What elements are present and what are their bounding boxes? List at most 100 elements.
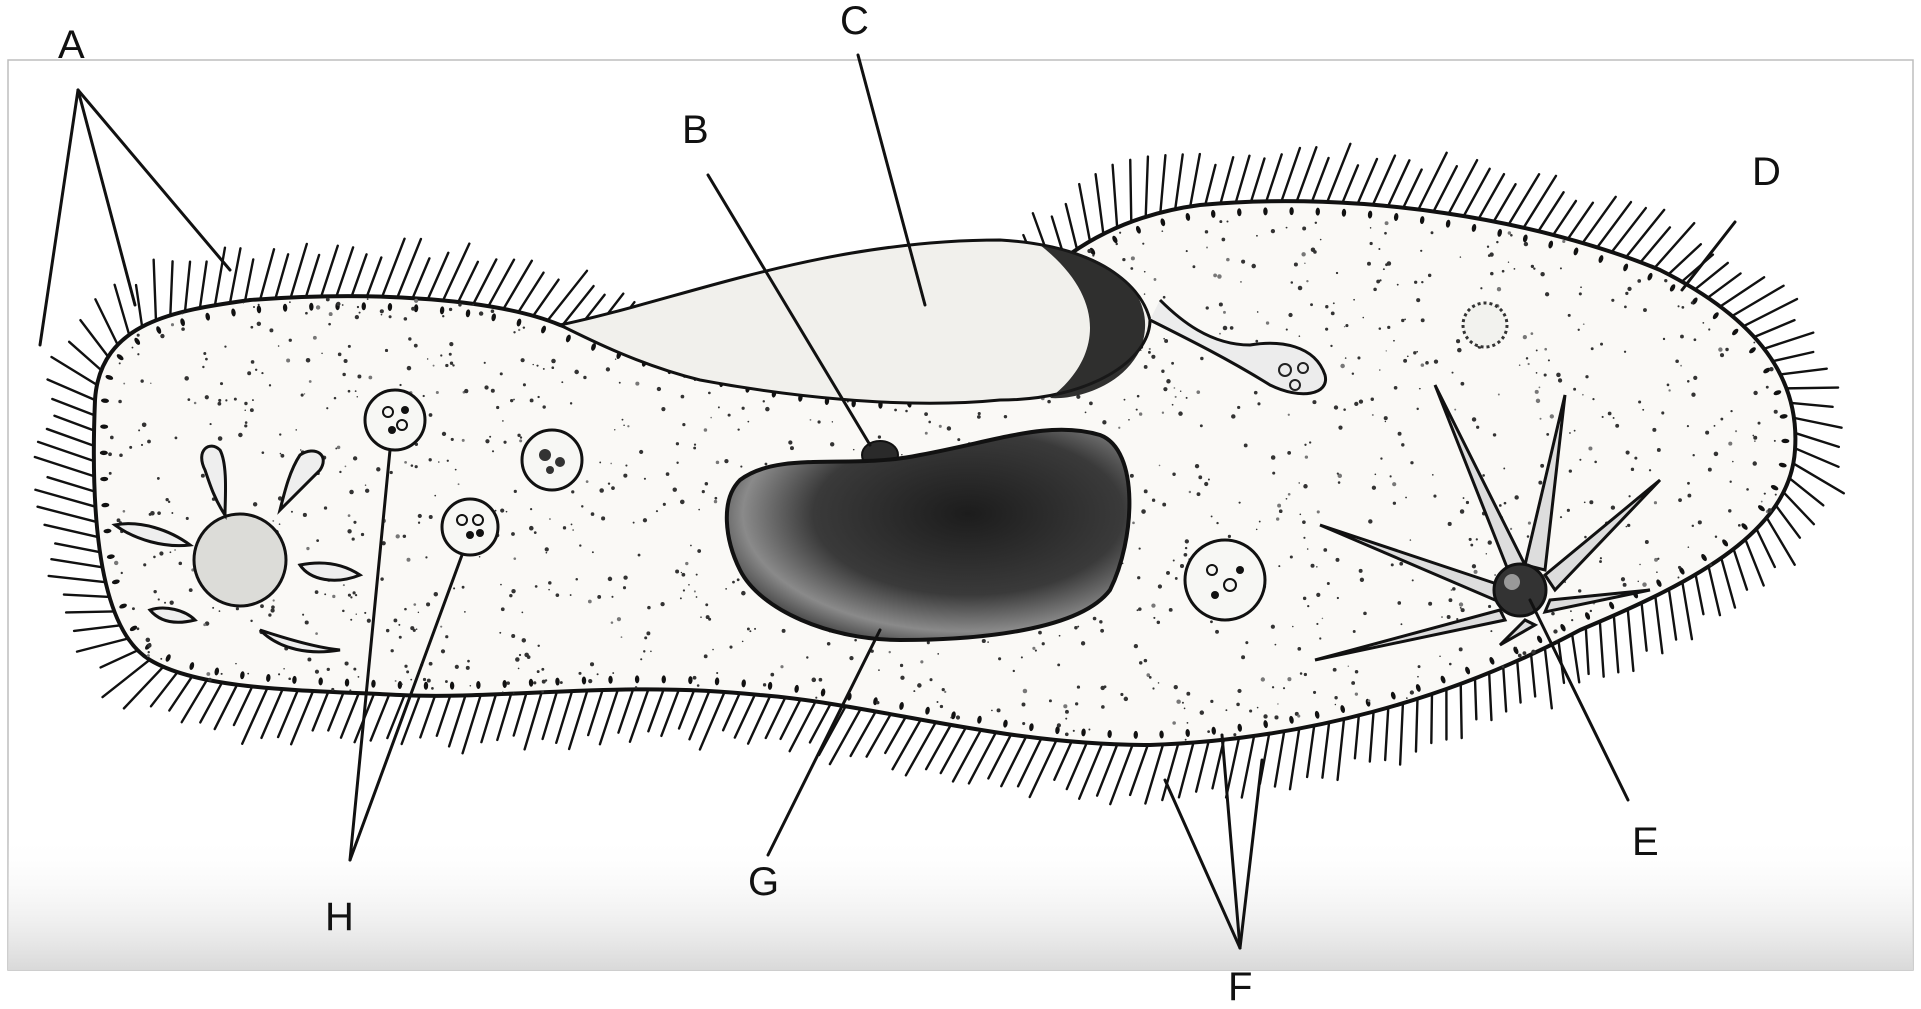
granule xyxy=(1172,404,1174,406)
granule xyxy=(1210,620,1213,623)
granule xyxy=(725,588,727,590)
granule xyxy=(1255,340,1258,343)
granule xyxy=(1599,560,1602,563)
granule xyxy=(1300,672,1303,675)
granule xyxy=(1386,350,1387,351)
granule xyxy=(295,429,297,431)
granule xyxy=(342,373,345,376)
granule xyxy=(1303,537,1305,539)
granule xyxy=(827,642,831,646)
granule xyxy=(927,641,930,644)
granule xyxy=(854,639,857,642)
granule xyxy=(742,641,744,643)
granule xyxy=(1761,501,1763,503)
granule xyxy=(978,412,981,415)
granule xyxy=(1175,396,1177,398)
granule xyxy=(1353,630,1356,633)
granule xyxy=(1336,558,1340,562)
granule xyxy=(1463,497,1465,499)
granule xyxy=(1057,663,1060,666)
granule xyxy=(441,649,445,653)
granule xyxy=(1538,481,1542,485)
granule xyxy=(917,683,922,688)
granule xyxy=(210,423,212,425)
granule xyxy=(1624,306,1627,309)
granule xyxy=(900,676,904,680)
granule xyxy=(913,690,915,692)
granule xyxy=(693,676,697,680)
granule xyxy=(1101,705,1105,709)
granule xyxy=(1185,539,1189,543)
granule xyxy=(234,398,237,401)
granule xyxy=(205,358,208,361)
granule xyxy=(682,573,686,577)
granule xyxy=(811,678,816,683)
granule xyxy=(1732,461,1734,463)
granule xyxy=(170,551,172,553)
granule xyxy=(1447,615,1451,619)
granule xyxy=(849,656,853,660)
granule xyxy=(1470,544,1473,547)
granule xyxy=(485,439,489,443)
granule xyxy=(452,364,454,366)
granule xyxy=(206,672,210,676)
granule xyxy=(1504,502,1507,505)
granule xyxy=(597,673,599,675)
granule xyxy=(1385,221,1389,225)
granule xyxy=(1162,412,1164,414)
granule xyxy=(619,382,621,384)
granule xyxy=(1065,718,1067,720)
granule xyxy=(257,322,261,326)
granule xyxy=(186,517,189,520)
granule xyxy=(1163,338,1165,340)
cilium xyxy=(1130,160,1131,222)
granule xyxy=(1634,457,1637,460)
granule xyxy=(1144,489,1148,493)
granule xyxy=(1657,558,1659,560)
granule xyxy=(694,444,696,446)
granule xyxy=(710,417,712,419)
granule xyxy=(1421,363,1425,367)
granule xyxy=(1418,665,1421,668)
granule xyxy=(442,432,446,436)
granule xyxy=(1608,412,1612,416)
granule xyxy=(1138,607,1142,611)
granule xyxy=(673,487,677,491)
granule xyxy=(991,710,993,712)
granule xyxy=(1102,420,1106,424)
granule xyxy=(261,372,263,374)
granule xyxy=(693,447,696,450)
granule xyxy=(1178,411,1182,415)
granule xyxy=(1498,394,1500,396)
granule xyxy=(1503,468,1505,470)
granule xyxy=(1416,408,1418,410)
granule xyxy=(1567,509,1570,512)
granule xyxy=(1688,546,1690,548)
granule xyxy=(1021,656,1023,658)
granule xyxy=(780,665,783,668)
granule xyxy=(708,618,711,621)
granule xyxy=(1163,387,1167,391)
granule xyxy=(449,342,453,346)
granule xyxy=(329,312,333,316)
granule xyxy=(878,435,881,438)
granule xyxy=(647,606,651,610)
granule xyxy=(1362,317,1364,319)
granule xyxy=(676,442,679,445)
granule xyxy=(1187,722,1189,724)
granule xyxy=(1231,414,1235,418)
granule xyxy=(305,312,308,315)
granule xyxy=(1200,710,1204,714)
granule xyxy=(496,406,499,409)
granule xyxy=(1277,703,1278,704)
granule xyxy=(1754,440,1755,441)
granule xyxy=(1391,563,1394,566)
granule xyxy=(1638,400,1641,403)
granule xyxy=(675,569,679,573)
granule xyxy=(1278,565,1280,567)
granule xyxy=(1151,355,1155,359)
granule xyxy=(345,465,347,467)
granule xyxy=(763,400,765,402)
granule xyxy=(765,407,769,411)
granule xyxy=(666,472,670,476)
